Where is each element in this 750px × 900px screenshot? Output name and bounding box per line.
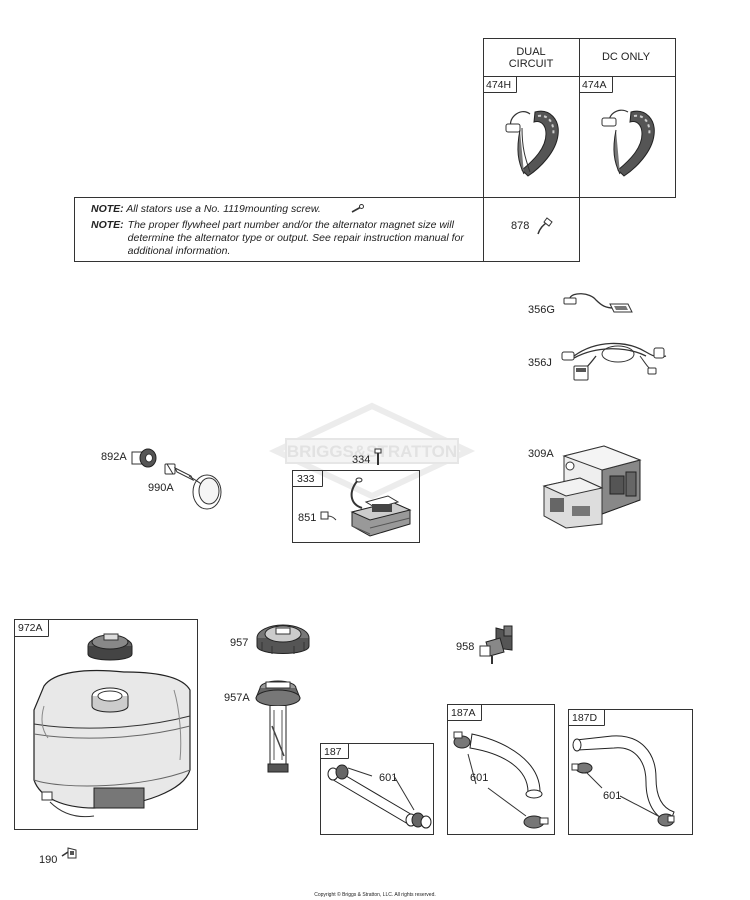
- screw-190-icon: [61, 847, 77, 859]
- part-972a-label: 972A: [18, 622, 43, 634]
- part-187d-label: 187D: [572, 712, 598, 724]
- stator-474a-icon: [601, 109, 655, 177]
- brand-watermark-logo: BRIGGS&STRATTON: [268, 402, 476, 500]
- part-957-label: 957: [230, 637, 249, 649]
- note-2: NOTE: The proper flywheel part number an…: [91, 219, 476, 258]
- screw-334-icon: [374, 448, 382, 465]
- component-309a-icon: [542, 445, 642, 529]
- part-892a-label: 892A: [101, 451, 127, 463]
- stator-474h-icon: [505, 110, 559, 177]
- part-474a-label: 474A: [582, 79, 607, 91]
- note-1-text: All stators use a No. 1119mounting screw…: [126, 203, 321, 215]
- dc-only-header: DC ONLY: [601, 51, 651, 63]
- part-187d-601-label: 601: [603, 790, 622, 802]
- fuel-tank-972a-icon: [33, 633, 191, 818]
- harness-356j-icon: [561, 342, 667, 381]
- part-333-label: 333: [297, 473, 315, 485]
- screw-878-icon: [537, 217, 553, 235]
- hose-187-icon: [327, 764, 432, 829]
- note-2-label: NOTE:: [91, 219, 124, 231]
- part-187-601-label: 601: [379, 772, 398, 784]
- part-957a-label: 957A: [224, 692, 250, 704]
- note-2-text: The proper flywheel part number and/or t…: [127, 219, 464, 257]
- part-878-label: 878: [511, 220, 530, 232]
- mounting-screw-icon: [351, 204, 364, 213]
- part-990a-icon: [164, 463, 222, 510]
- fuel-cap-957-icon: [256, 624, 310, 654]
- copyright-footer: Copyright © Briggs & Stratton, LLC. All …: [314, 892, 436, 898]
- hose-187d-icon: [571, 735, 675, 827]
- part-958-label: 958: [456, 641, 475, 653]
- box-972a-frame: [14, 619, 198, 830]
- box-187d-frame: [568, 709, 693, 835]
- box-333-frame: [292, 470, 420, 543]
- part-851-label: 851: [298, 512, 317, 524]
- fuel-cap-gauge-957a-icon: [255, 680, 301, 773]
- watermark-text: BRIGGS&STRATTON: [287, 442, 457, 461]
- part-334-label: 334: [352, 454, 371, 466]
- ignition-coil-333-icon: [350, 477, 412, 537]
- dual-circuit-header: DUAL CIRCUIT: [508, 46, 554, 70]
- part-356g-label: 356G: [528, 304, 555, 316]
- note-1: NOTE: All stators use a No. 1119mounting…: [91, 203, 471, 216]
- box-187a-frame: [447, 704, 555, 835]
- note-1-label: NOTE:: [91, 203, 124, 215]
- part-474h-label: 474H: [486, 79, 512, 91]
- part-851-icon: [320, 511, 337, 521]
- hose-187a-icon: [453, 731, 549, 829]
- part-187a-label: 187A: [451, 707, 476, 719]
- box-187-frame: [320, 743, 434, 835]
- valve-958-icon: [479, 625, 513, 664]
- part-187-label: 187: [324, 746, 342, 758]
- part-356j-label: 356J: [528, 357, 552, 369]
- part-990a-label: 990A: [148, 482, 174, 494]
- part-892a-icon: [131, 448, 157, 468]
- part-190-label: 190: [39, 854, 58, 866]
- part-187a-601-label: 601: [470, 772, 489, 784]
- alternator-table-grid: [74, 38, 676, 262]
- harness-356g-icon: [563, 293, 633, 313]
- part-309a-label: 309A: [528, 448, 554, 460]
